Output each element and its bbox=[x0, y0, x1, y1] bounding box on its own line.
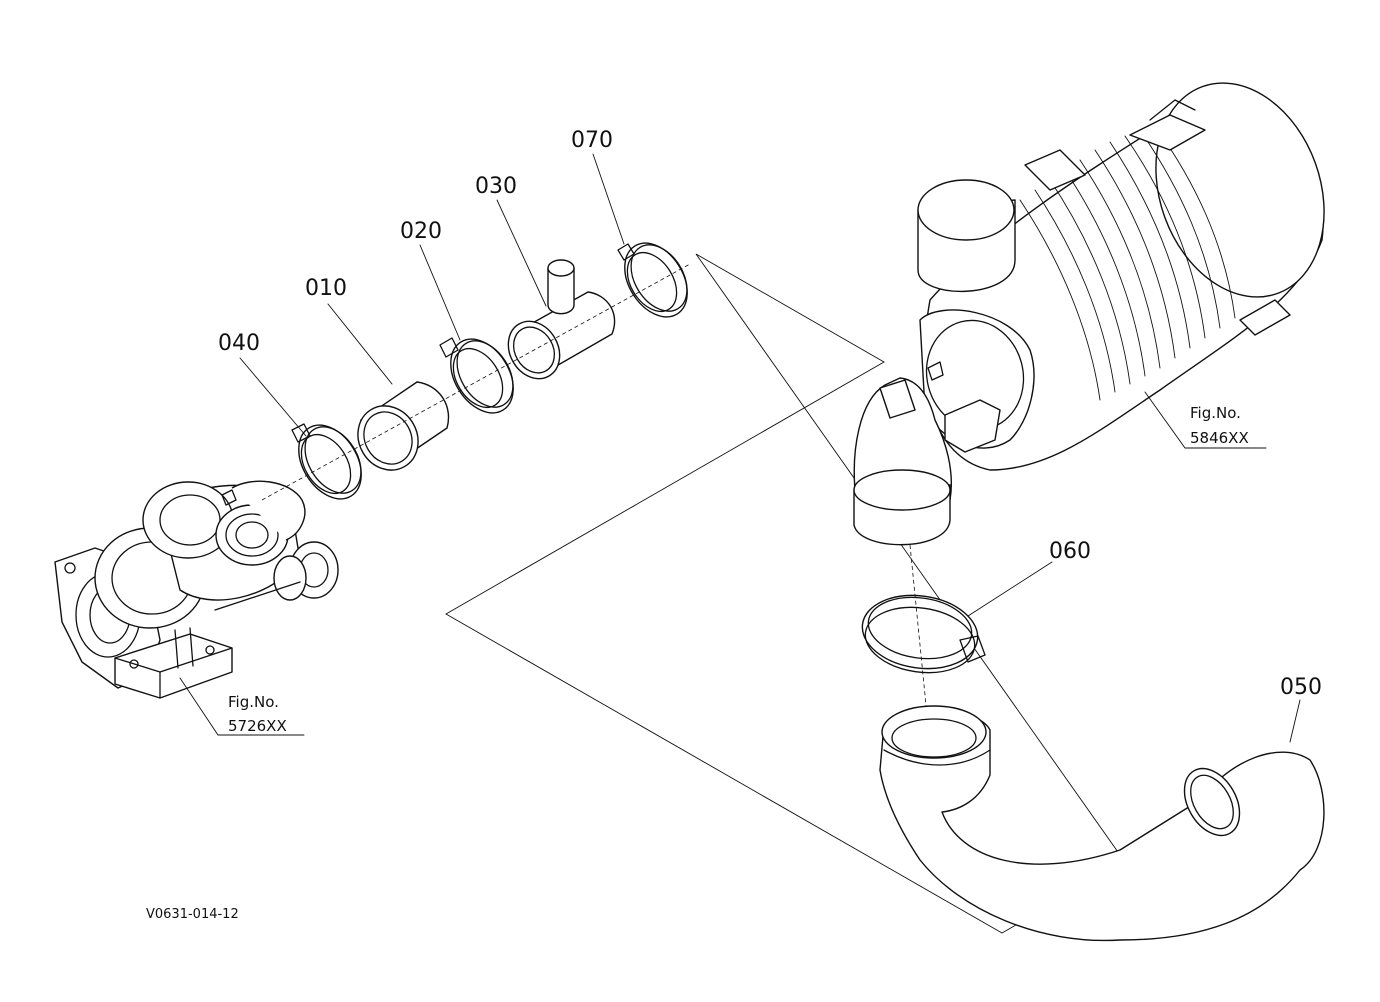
leader-fig-5726 bbox=[179, 677, 305, 736]
leader-020 bbox=[419, 244, 461, 341]
assembly-frame bbox=[445, 253, 1126, 934]
leader-050 bbox=[1289, 699, 1301, 743]
hose-050 bbox=[879, 705, 1325, 942]
part-label-020: 020 bbox=[400, 219, 442, 244]
pipe-030 bbox=[507, 259, 616, 380]
leader-030 bbox=[496, 199, 547, 307]
clamp-020 bbox=[439, 337, 514, 414]
part-label-050: 050 bbox=[1280, 675, 1322, 700]
fig-ref-label-right: Fig.No. bbox=[1190, 404, 1241, 422]
part-label-070: 070 bbox=[571, 128, 613, 153]
centerline-right bbox=[909, 544, 931, 746]
part-label-030: 030 bbox=[475, 174, 517, 199]
part-label-040: 040 bbox=[218, 331, 260, 356]
drawing-code: V0631-014-12 bbox=[146, 907, 239, 922]
leader-010 bbox=[327, 303, 393, 385]
leader-060 bbox=[967, 561, 1053, 617]
air-cleaner-assembly bbox=[853, 82, 1325, 546]
turbocharger-assembly bbox=[54, 480, 339, 699]
part-label-010: 010 bbox=[305, 276, 347, 301]
leader-fig-5846 bbox=[1144, 391, 1267, 449]
fig-ref-number-right: 5846XX bbox=[1190, 429, 1249, 447]
leader-070 bbox=[592, 153, 625, 245]
filter-ribs bbox=[1019, 125, 1236, 401]
clamp-060 bbox=[861, 594, 986, 674]
fig-ref-number-left: 5726XX bbox=[228, 717, 287, 735]
clamp-070 bbox=[617, 242, 688, 318]
hose-010 bbox=[357, 381, 450, 471]
part-label-060: 060 bbox=[1049, 539, 1091, 564]
fig-ref-label-left: Fig.No. bbox=[228, 693, 279, 711]
leader-040 bbox=[239, 357, 307, 437]
clamp-040 bbox=[291, 423, 362, 500]
centerline-left bbox=[261, 263, 691, 501]
